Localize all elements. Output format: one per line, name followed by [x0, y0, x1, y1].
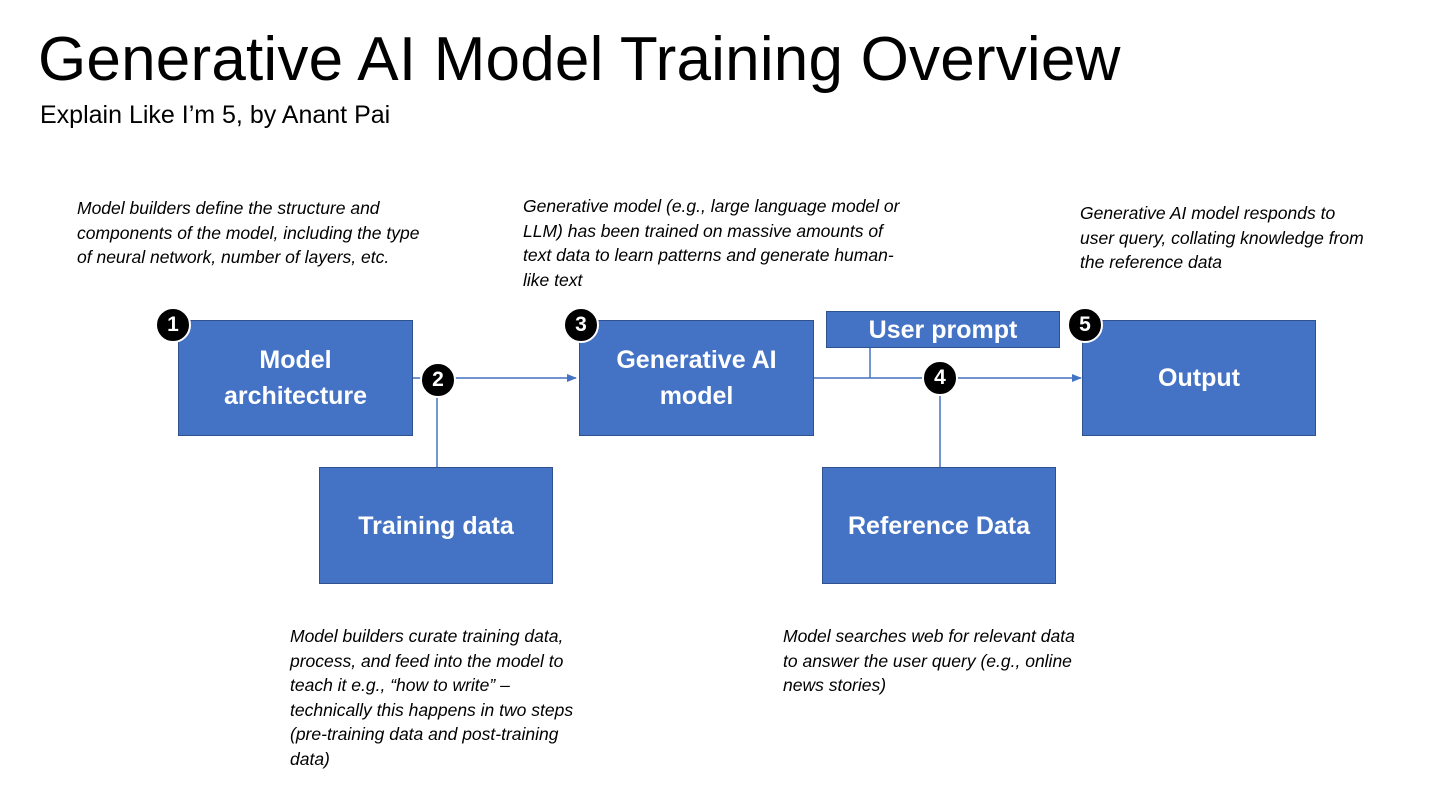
- reference-data-box: Reference Data: [822, 467, 1056, 584]
- step-badge-3: 3: [563, 307, 599, 343]
- note-step-2: Model builders curate training data, pro…: [290, 626, 574, 769]
- output-box: Output: [1082, 320, 1316, 436]
- generative-ai-model-box: Generative AI model: [579, 320, 814, 436]
- step-badge-1: 1: [155, 307, 191, 343]
- note-step-4: Model searches web for relevant data to …: [783, 626, 1075, 695]
- user-prompt-box: User prompt: [826, 311, 1060, 348]
- note-step-1: Model builders define the structure and …: [77, 198, 420, 267]
- step-badge-2: 2: [420, 362, 456, 398]
- training-data-box: Training data: [319, 467, 553, 584]
- note-step-3: Generative model (e.g., large language m…: [523, 196, 900, 290]
- page-subtitle: Explain Like I’m 5, by Anant Pai: [40, 101, 391, 129]
- model-architecture-box: Model architecture: [178, 320, 413, 436]
- note-step-5: Generative AI model responds to user que…: [1080, 203, 1364, 272]
- step-badge-4: 4: [922, 360, 958, 396]
- page-title: Generative AI Model Training Overview: [38, 25, 1121, 94]
- step-badge-5: 5: [1067, 307, 1103, 343]
